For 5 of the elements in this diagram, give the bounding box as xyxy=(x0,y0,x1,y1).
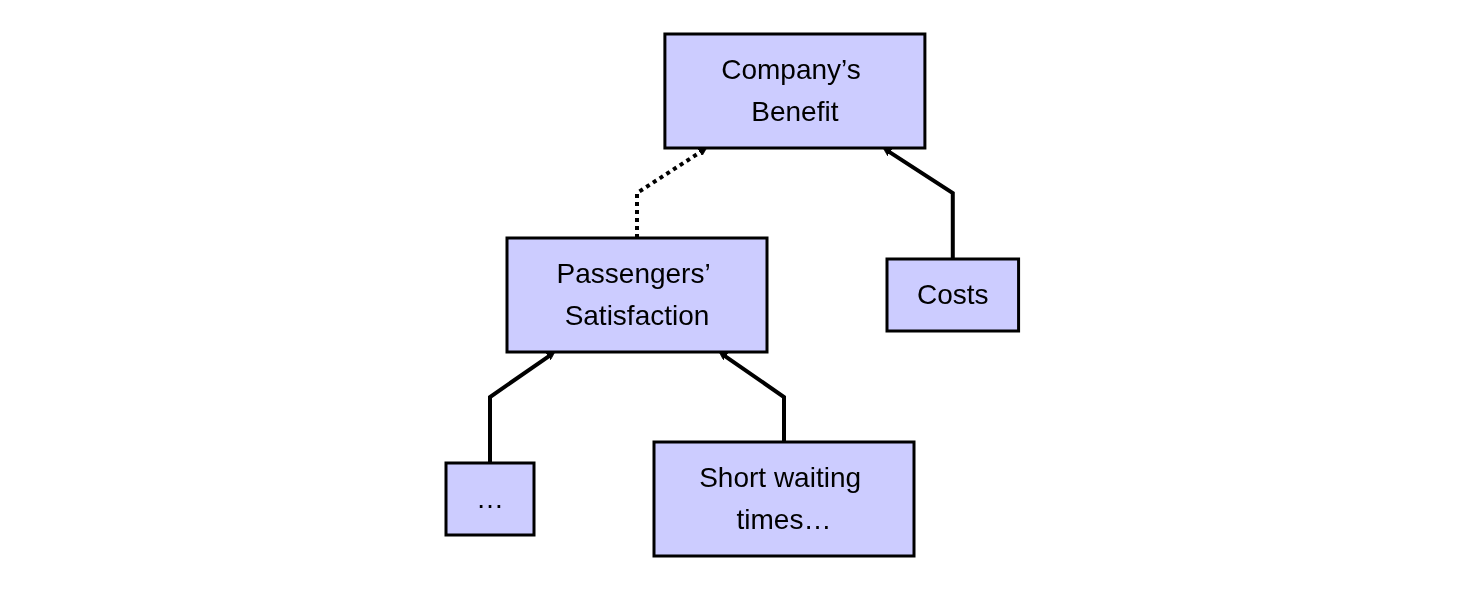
node-box: Costs xyxy=(885,257,1020,333)
node-box: Short waiting times… xyxy=(652,440,916,558)
node-box: Passengers’ Satisfaction xyxy=(505,236,769,354)
node-box: Company’s Benefit xyxy=(663,32,927,150)
node-box: … xyxy=(444,461,536,537)
